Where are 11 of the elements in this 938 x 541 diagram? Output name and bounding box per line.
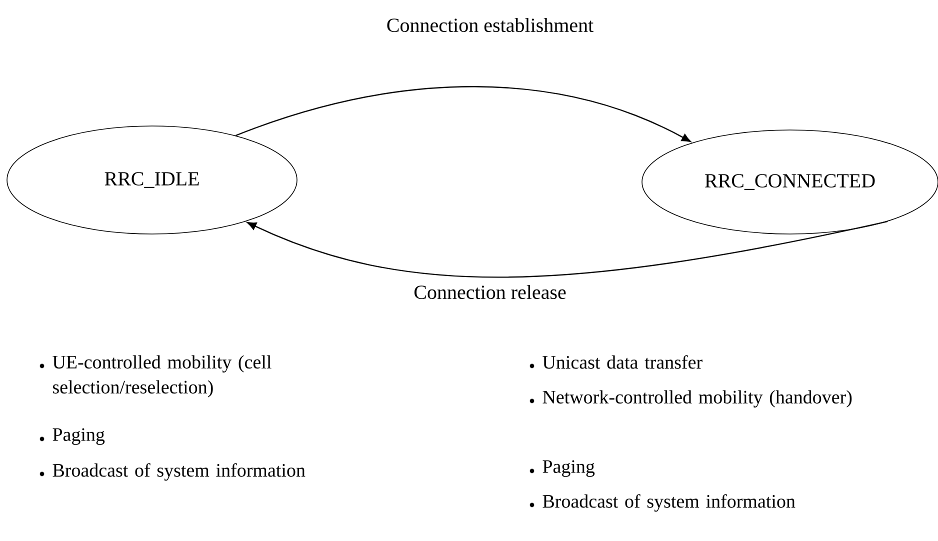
- arrow: [247, 220, 888, 278]
- list-item: Paging: [52, 428, 105, 445]
- list-item: Paging: [542, 460, 595, 477]
- list-item: Network-controlled mobility (handover): [542, 390, 852, 408]
- list-item: UE-controlled mobility (cell selection/reselection): [52, 355, 272, 398]
- arrow: [235, 86, 691, 142]
- list-item: Unicast data transfer: [542, 355, 702, 369]
- list-item: Broadcast of system information: [542, 494, 796, 512]
- list-item: Broadcast of system information: [52, 463, 306, 481]
- edge-label: Connection release: [412, 282, 568, 302]
- edge-label: Connection establishment: [384, 16, 596, 34]
